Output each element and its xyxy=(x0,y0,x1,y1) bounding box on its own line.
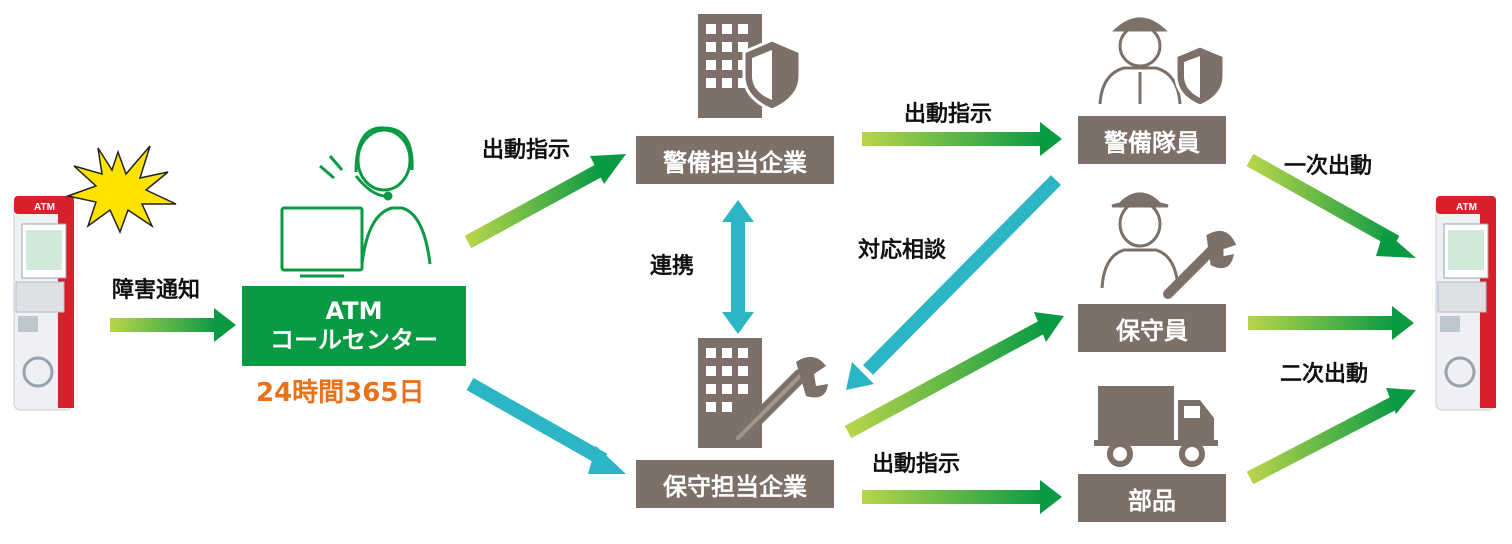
call-center-subtitle: コールセンター xyxy=(270,326,438,354)
security-company-icon xyxy=(698,14,802,118)
call-center-box: ATM コールセンター xyxy=(242,286,466,366)
maintenance-company-icon xyxy=(698,338,828,448)
call-center-title: ATM xyxy=(325,297,383,326)
call-center-hours: 24時間365日 xyxy=(256,378,425,408)
arrow-call-to-maintenance xyxy=(466,377,626,474)
arrow-cooperation xyxy=(722,200,754,334)
node-maintenance-company: 保守担当企業 xyxy=(636,460,834,508)
arrow-call-to-security xyxy=(464,154,626,249)
dispatch-label-security: 出動指示 xyxy=(482,138,571,163)
arrow-dispatch-guard xyxy=(862,122,1062,156)
consult-label: 対応相談 xyxy=(858,238,947,263)
arrow-first-dispatch xyxy=(1246,153,1416,258)
cooperation-label: 連携 xyxy=(650,254,695,279)
maintenance-staff-icon xyxy=(1100,192,1237,299)
arrow-dispatch-parts xyxy=(862,480,1062,514)
arrow-consult xyxy=(846,175,1061,390)
arrow-to-maintenance-staff xyxy=(844,312,1064,439)
operator-icon xyxy=(280,126,432,278)
failure-burst-icon xyxy=(65,145,177,234)
dispatch-label-guard: 出動指示 xyxy=(904,102,993,127)
failure-notice-label: 障害通知 xyxy=(112,278,201,303)
first-dispatch-label: 一次出動 xyxy=(1284,154,1373,179)
arrow-staff-to-atm xyxy=(1248,306,1414,340)
atm-left: ATM xyxy=(13,196,74,411)
node-security-company: 警備担当企業 xyxy=(636,136,834,184)
arrow-second-dispatch xyxy=(1246,388,1416,485)
dispatch-label-parts: 出動指示 xyxy=(872,452,961,477)
node-security-guard: 警備隊員 xyxy=(1078,116,1226,164)
node-maintenance-staff: 保守員 xyxy=(1078,304,1226,352)
node-parts: 部品 xyxy=(1078,474,1226,522)
atm-right: ATM xyxy=(1435,196,1496,411)
atm-right-label: ATM xyxy=(1456,202,1477,213)
second-dispatch-label: 二次出動 xyxy=(1280,362,1369,387)
arrow-failure-notice xyxy=(110,308,236,342)
truck-icon xyxy=(1094,386,1218,467)
atm-left-label: ATM xyxy=(34,202,55,213)
security-guard-icon xyxy=(1098,17,1226,108)
